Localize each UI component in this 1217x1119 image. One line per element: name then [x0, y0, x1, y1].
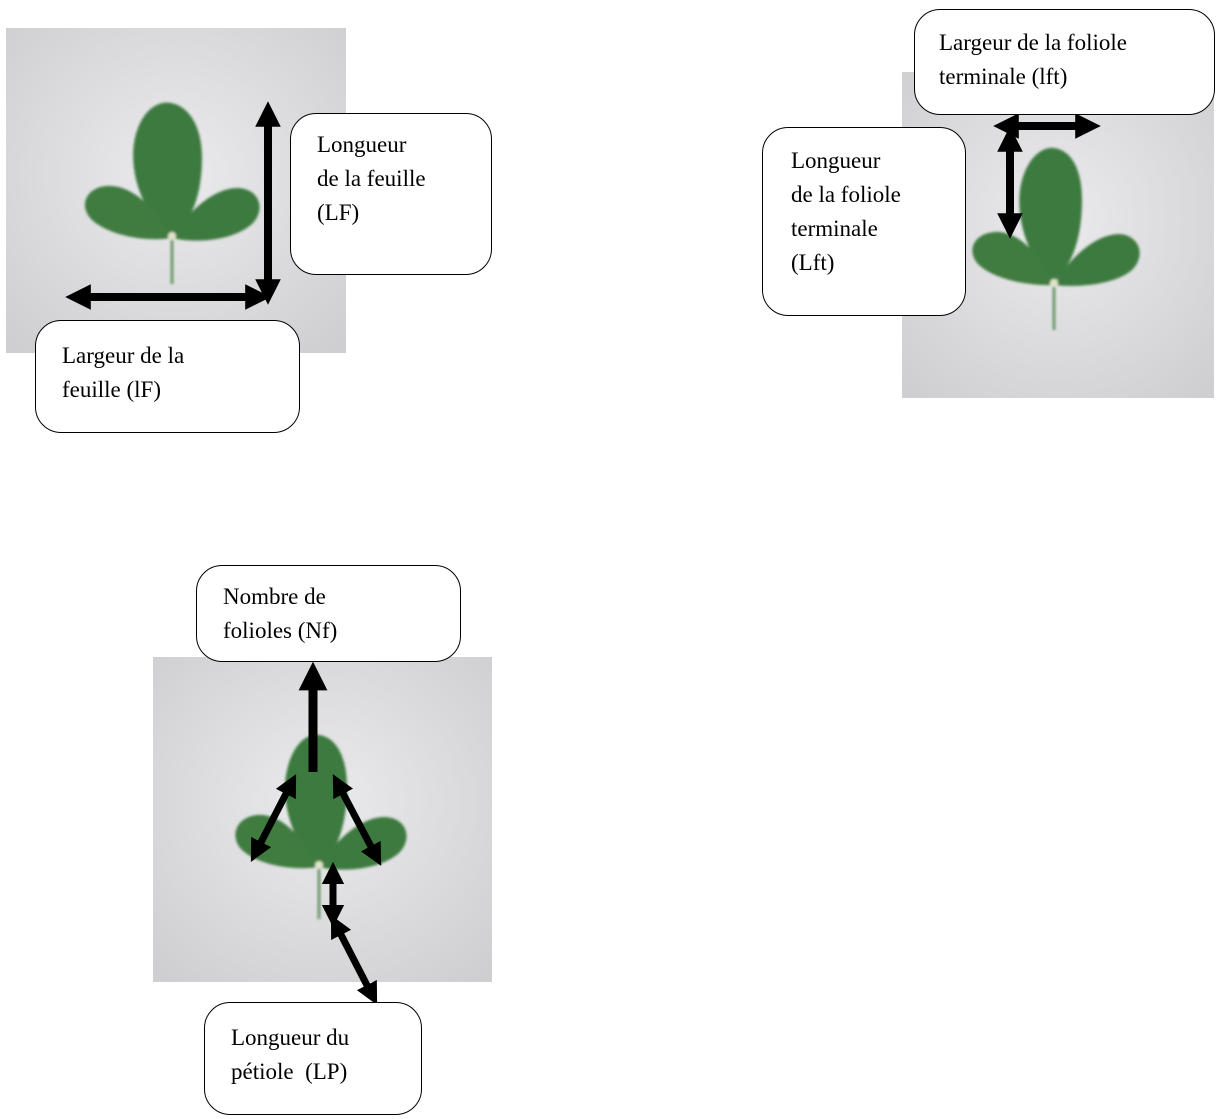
leaflet-count-label: Nombre de folioles (Nf)	[196, 565, 461, 662]
terminal-leaflet-length-label: Longueur de la foliole terminale (Lft)	[762, 127, 966, 316]
terminal-leaflet-width-label: Largeur de la foliole terminale (lft)	[914, 9, 1215, 115]
leaf-length-label: Longueur de la feuille (LF)	[290, 113, 492, 275]
leaf-width-label: Largeur de la feuille (lF)	[35, 320, 300, 433]
trifoliate-leaf-image	[153, 657, 492, 982]
leaf-photo-3	[153, 657, 492, 982]
petiole-length-label: Longueur du pétiole (LP)	[204, 1002, 422, 1115]
